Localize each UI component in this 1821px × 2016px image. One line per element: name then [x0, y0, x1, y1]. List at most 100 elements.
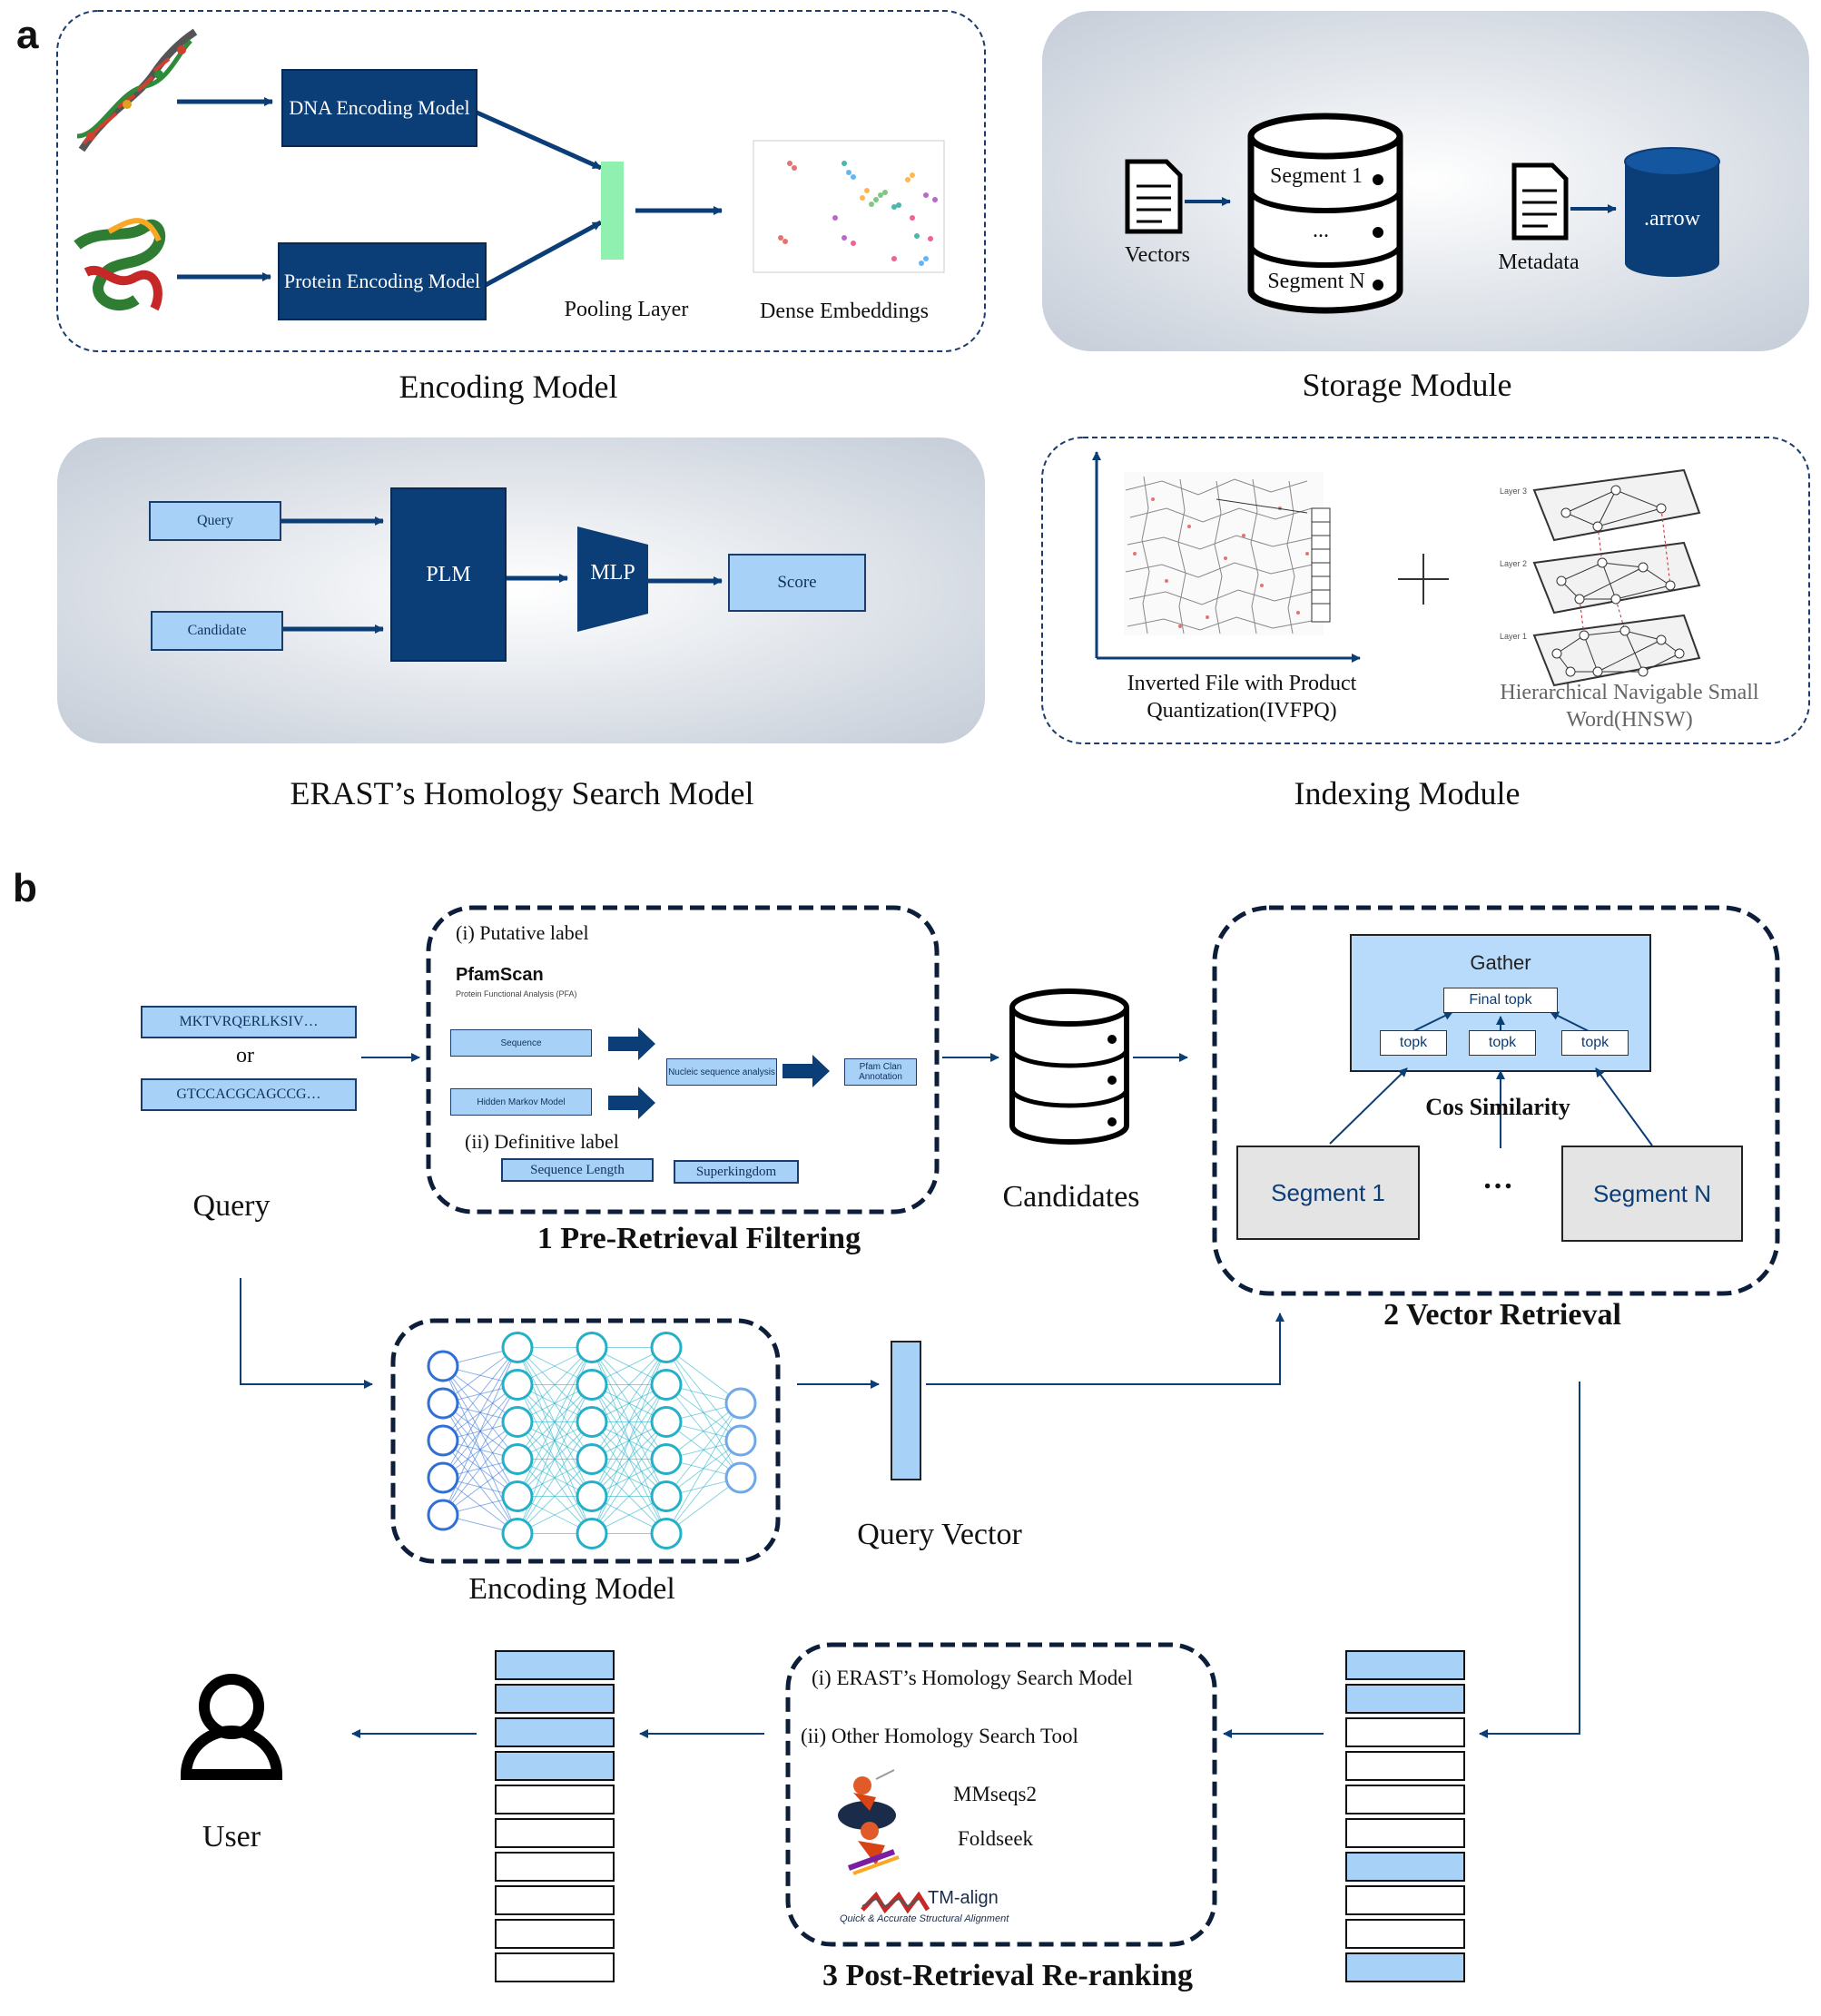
- query-or-label: or: [236, 1044, 254, 1067]
- topk-box-2: topk: [1469, 1030, 1536, 1056]
- dense-embeddings-label: Dense Embeddings: [760, 300, 929, 323]
- pfam-clan-box: Pfam Clan Annotation: [844, 1058, 917, 1086]
- foldseek-logo: [847, 1822, 900, 1875]
- nn-neuron: [501, 1518, 534, 1549]
- pooling-layer-label: Pooling Layer: [564, 298, 689, 321]
- hnsw-label: Hierarchical Navigable Small Word(HNSW): [1500, 681, 1759, 732]
- user-icon: [180, 1674, 283, 1780]
- candidates-database-icon: [1009, 988, 1129, 1145]
- nn-connection: [517, 1384, 593, 1534]
- stack-cell: [495, 1885, 615, 1915]
- retrieval-box: [1212, 905, 1780, 1296]
- nn-connection: [591, 1347, 667, 1422]
- encoding-box: [390, 1318, 781, 1564]
- retrieval-dots: …: [1482, 1162, 1513, 1195]
- pfa-subtitle: Protein Functional Analysis (PFA): [456, 989, 577, 998]
- nn-neuron: [427, 1424, 459, 1457]
- nn-neuron: [576, 1480, 608, 1512]
- superkingdom-box: Superkingdom: [674, 1160, 799, 1184]
- nn-neuron: [501, 1369, 534, 1401]
- nn-connection: [591, 1459, 667, 1534]
- stack-cell: [1345, 1717, 1465, 1747]
- filtering-box: [426, 905, 940, 1215]
- nn-neuron: [576, 1332, 608, 1363]
- topk-box-1: topk: [1380, 1030, 1447, 1056]
- nn-connection: [665, 1402, 742, 1534]
- storage-segment1-label: Segment 1: [1270, 164, 1363, 188]
- nn-connection: [517, 1421, 593, 1534]
- stack-cell: [1345, 1650, 1465, 1680]
- nn-connection: [665, 1402, 742, 1497]
- sequence-length-box: Sequence Length: [501, 1158, 654, 1182]
- nn-connection: [665, 1440, 742, 1534]
- nn-neuron: [650, 1443, 683, 1475]
- arrow-file-cylinder: [1624, 147, 1720, 277]
- dna-icon: [76, 28, 198, 152]
- reranking-other-item: (ii) Other Homology Search Tool: [801, 1725, 1078, 1747]
- filtering-caption: 1 Pre-Retrieval Filtering: [536, 1222, 861, 1255]
- mmseqs2-label: MMseqs2: [953, 1783, 1038, 1805]
- panel-b-letter: b: [13, 866, 37, 910]
- nn-connection: [442, 1347, 518, 1441]
- storage-dots-label: ...: [1313, 219, 1329, 242]
- final-topk-box: Final topk: [1443, 988, 1558, 1013]
- metadata-document-icon: [1511, 162, 1569, 241]
- nn-neuron: [427, 1499, 459, 1531]
- stack-cell: [495, 1818, 615, 1848]
- tmalign-subtitle: Quick & Accurate Structural Alignment: [840, 1913, 1009, 1924]
- plm-box: PLM: [390, 487, 507, 662]
- ivfpq-axes: [1092, 451, 1361, 663]
- protein-encoding-model-box: Protein Encoding Model: [278, 242, 487, 320]
- nn-neuron: [650, 1480, 683, 1512]
- homology-candidate-box: Candidate: [151, 611, 283, 651]
- storage-segmentN-label: Segment N: [1267, 270, 1365, 293]
- nn-neuron: [724, 1461, 757, 1494]
- reranking-erast-item: (i) ERAST’s Homology Search Model: [812, 1667, 1133, 1689]
- hnsw-layer3-label: Layer 3: [1500, 487, 1528, 496]
- stack-cell: [1345, 1919, 1465, 1949]
- embedding-scatter-plot: [753, 140, 945, 273]
- tmalign-label: TM-align: [928, 1888, 999, 1908]
- storage-database-icon: [1247, 113, 1403, 314]
- nn-neuron: [501, 1443, 534, 1475]
- nn-connection: [591, 1384, 667, 1534]
- nn-connection: [517, 1459, 593, 1534]
- homology-panel: [57, 438, 985, 743]
- plus-sign: [1398, 554, 1449, 605]
- nn-neuron: [427, 1461, 459, 1494]
- user-label: User: [202, 1820, 261, 1854]
- nn-neuron: [501, 1332, 534, 1363]
- query-protein-sequence: MKTVRQERLKSIV…: [141, 1006, 357, 1038]
- foldseek-label: Foldseek: [958, 1827, 1034, 1850]
- homology-caption: ERAST’s Homology Search Model: [290, 775, 754, 811]
- stack-cell: [1345, 1852, 1465, 1882]
- stack-cell: [495, 1785, 615, 1814]
- nn-connection: [591, 1347, 667, 1460]
- stack-cell: [495, 1650, 615, 1680]
- mlp-label: MLP: [590, 561, 635, 585]
- reranking-caption: 3 Post-Retrieval Re-ranking: [822, 1959, 1193, 1992]
- storage-panel: [1042, 11, 1809, 351]
- stack-cell: [1345, 1684, 1465, 1714]
- nn-connection: [517, 1347, 593, 1422]
- nn-neuron: [576, 1443, 608, 1475]
- sequence-box: Sequence: [450, 1029, 592, 1057]
- mmseqs2-logo: [838, 1769, 896, 1830]
- retrieval-caption: 2 Vector Retrieval: [1383, 1298, 1621, 1332]
- homology-query-box: Query: [149, 501, 281, 541]
- stack-cell: [495, 1717, 615, 1747]
- putative-label-heading: (i) Putative label: [456, 921, 589, 944]
- neural-network-icon: [427, 1332, 757, 1549]
- nn-neuron: [650, 1332, 683, 1363]
- nn-neuron: [650, 1518, 683, 1549]
- nn-connection: [442, 1384, 518, 1516]
- arrow-file-label: .arrow: [1644, 207, 1700, 231]
- hmm-box: Hidden Markov Model: [450, 1088, 592, 1116]
- retrieval-segmentN-box: Segment N: [1561, 1146, 1743, 1242]
- score-box: Score: [728, 554, 866, 612]
- nn-neuron: [650, 1406, 683, 1438]
- reranking-box: [785, 1642, 1217, 1947]
- mlp-trapezoid: [577, 526, 648, 632]
- stack-cell: [495, 1852, 615, 1882]
- gather-label: Gather: [1470, 951, 1531, 974]
